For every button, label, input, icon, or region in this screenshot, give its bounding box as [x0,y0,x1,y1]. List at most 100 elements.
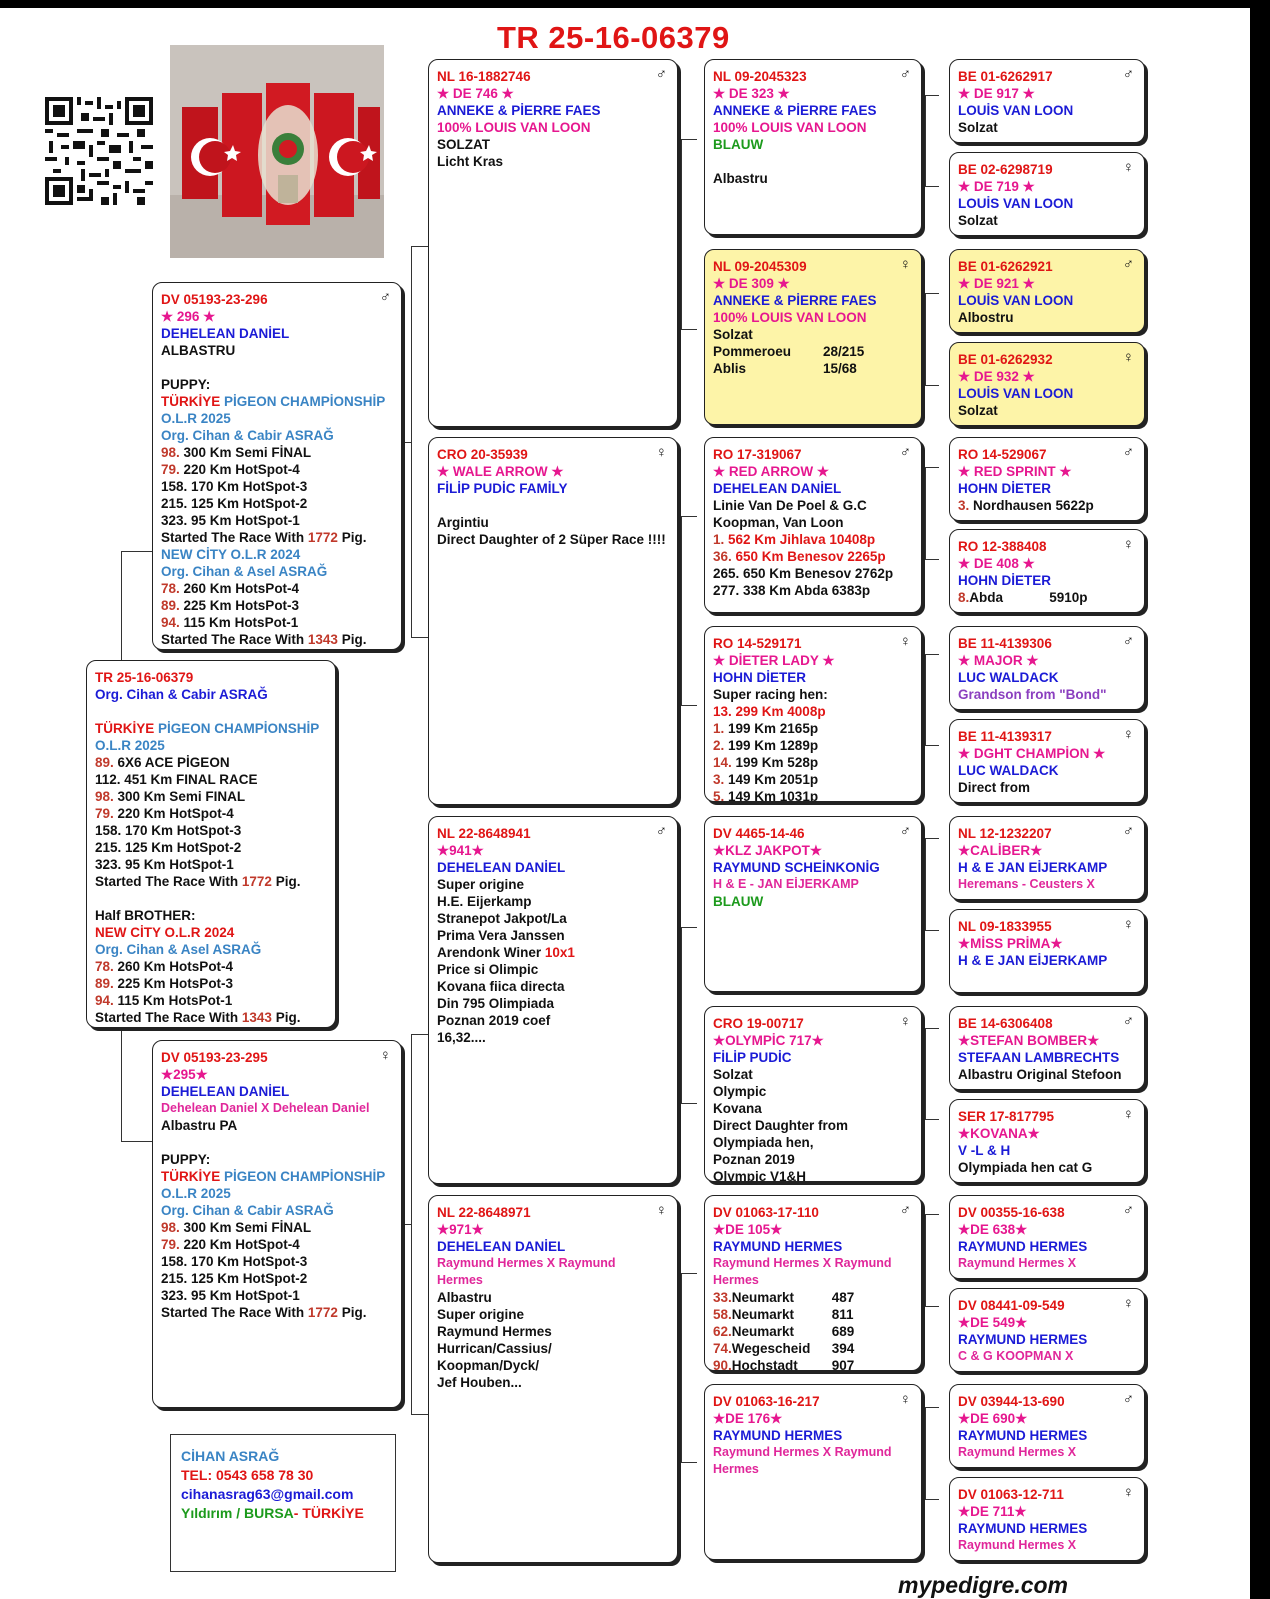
text-line: PUPPY: [161,376,393,393]
breeder: DEHELEAN DANİEL [437,859,669,876]
pedigree-card-ggg10[interactable]: ♀ NL 09-1833955 ★MİSS PRİMA★ H & E JAN E… [949,909,1145,993]
ring-number: DV 03944-13-690 [958,1393,1136,1410]
ring-number: CRO 20-35939 [437,446,669,463]
text-line: Albastru PA [161,1117,393,1134]
result-line: 3. 149 Km 2051p [713,771,913,788]
pedigree-card-dam[interactable]: ♀ DV 05193-23-295 ★295★ DEHELEAN DANİEL … [152,1040,402,1408]
result-line: 79. 220 Km HotSpot-4 [161,1236,393,1253]
contact-phone[interactable]: TEL: 0543 658 78 30 [181,1466,385,1485]
result-line: 58. Neumarkt811 [713,1306,913,1323]
pigeon-name: ★OLYMPİC 717★ [713,1032,913,1049]
count: 811 [832,1307,854,1322]
breeder: H & E JAN EİJERKAMP [958,952,1136,969]
count: 5910p [1049,590,1087,605]
pedigree-card-gg3[interactable]: ♂ RO 17-319067 ★ RED ARROW ★ DEHELEAN DA… [704,437,922,613]
pedigree-card-ggg13[interactable]: ♂ DV 00355-16-638 ★DE 638★ RAYMUND HERME… [949,1195,1145,1279]
pedigree-card-sire[interactable]: ♂ DV 05193-23-296 ★ 296 ★ DEHELEAN DANİE… [152,282,402,650]
text-part: 220 Km HotSpot-4 [180,462,300,477]
site-logo[interactable]: mypedigre.com [898,1572,1068,1599]
pedigree-card-ggg9[interactable]: ♂ NL 12-1232207 ★CALİBER★ H & E JAN EİJE… [949,816,1145,900]
female-icon: ♀ [900,1391,911,1408]
pedigree-card-ggg14[interactable]: ♀ DV 08441-09-549 ★DE 549★ RAYMUND HERME… [949,1288,1145,1372]
text-line: Licht Kras [437,153,669,170]
text-part: Nordhausen 5622p [969,498,1094,513]
result-line: 1. 199 Km 2165p [713,720,913,737]
rank: 89. [95,976,114,991]
breeder: STEFAAN LAMBRECHTS [958,1049,1136,1066]
male-icon: ♂ [900,1202,911,1219]
text-part: Pig. [272,874,301,889]
text-line: Hermes [713,1461,913,1478]
text-part: Started The Race With [161,530,308,545]
pedigree-card-gg7[interactable]: ♂ DV 01063-17-110 ★DE 105★ RAYMUND HERME… [704,1195,922,1371]
text-line: Olympic [713,1083,913,1100]
result-line: 98. 300 Km Semi FİNAL [161,444,393,461]
rank: 58. [713,1307,732,1322]
pedigree-card-ggg6[interactable]: ♀ RO 12-388408 ★ DE 408 ★ HOHN DİETER 8.… [949,529,1145,613]
female-icon: ♀ [656,1202,667,1219]
result-line: 265. 650 Km Benesov 2762p [713,565,913,582]
rank: 5. [713,789,724,802]
female-icon: ♀ [1123,159,1134,176]
pigeon-name: ★ DE 921 ★ [958,275,1136,292]
pedigree-card-gg1[interactable]: ♂ NL 09-2045323 ★ DE 323 ★ ANNEKE & PİER… [704,59,922,235]
connector [681,139,697,330]
connector [925,95,939,187]
contact-email[interactable]: cihanasrag63@gmail.com [181,1485,385,1504]
pedigree-card-ggg11[interactable]: ♂ BE 14-6306408 ★STEFAN BOMBER★ STEFAAN … [949,1006,1145,1090]
pedigree-card-gg8[interactable]: ♀ DV 01063-16-217 ★DE 176★ RAYMUND HERME… [704,1384,922,1560]
male-icon: ♂ [900,444,911,461]
pedigree-card-gg5[interactable]: ♂ DV 4465-14-46 ★KLZ JAKPOT★ RAYMUND SCH… [704,816,922,992]
pedigree-card-gg4[interactable]: ♀ RO 14-529171 ★ DİETER LADY ★ HOHN DİET… [704,626,922,802]
pedigree-card-ggg2[interactable]: ♀ BE 02-6298719 ★ DE 719 ★ LOUİS VAN LOO… [949,152,1145,236]
text-part: 149 Km 1031p [724,789,818,802]
text-line: Solzat [713,1066,913,1083]
female-icon: ♀ [1123,349,1134,366]
result-line: 158. 170 Km HotSpot-3 [95,822,327,839]
text-line: O.L.R 2025 [161,410,393,427]
connector [925,838,939,931]
breeder: RAYMUND HERMES [958,1520,1136,1537]
breeder: RAYMUND HERMES [713,1238,913,1255]
count: 907 [832,1358,855,1371]
male-icon: ♂ [1123,444,1134,461]
breeder: DEHELEAN DANİEL [437,1238,669,1255]
pedigree-card-ggg1[interactable]: ♂ BE 01-6262917 ★ DE 917 ★ LOUİS VAN LOO… [949,59,1145,143]
text-line: Grandson from "Bond" [958,686,1136,703]
pedigree-card-grandsire-2[interactable]: ♂ NL 22-8648941 ★941★ DEHELEAN DANİEL Su… [428,816,678,1184]
text-line: Started The Race With 1772 Pig. [161,1304,393,1321]
pedigree-card-ggg16[interactable]: ♀ DV 01063-12-711 ★DE 711★ RAYMUND HERME… [949,1477,1145,1561]
pedigree-card-ggg8[interactable]: ♀ BE 11-4139317 ★ DGHT CHAMPİON ★ LUC WA… [949,719,1145,803]
pedigree-card-granddam-2[interactable]: ♀ NL 22-8648971 ★971★ DEHELEAN DANİEL Ra… [428,1195,678,1563]
rank: 33. [713,1290,732,1305]
pedigree-card-gg6[interactable]: ♀ CRO 19-00717 ★OLYMPİC 717★ FİLİP PUDİC… [704,1006,922,1182]
text-line: Org. Cihan & Asel ASRAĞ [95,941,327,958]
text-line: 100% LOUIS VAN LOON [713,119,913,136]
result-line: 3. Nordhausen 5622p [958,497,1136,514]
rank: 94. [95,993,114,1008]
text-part: 199 Km 2165p [724,721,818,736]
result-line: 158. 170 Km HotSpot-3 [161,1253,393,1270]
pedigree-card-ggg4[interactable]: ♀ BE 01-6262932 ★ DE 932 ★ LOUİS VAN LOO… [949,342,1145,426]
pedigree-card-ggg15[interactable]: ♂ DV 03944-13-690 ★DE 690★ RAYMUND HERME… [949,1384,1145,1468]
text-line: Heremans - Ceusters X [958,876,1136,893]
pedigree-card-ggg7[interactable]: ♂ BE 11-4139306 ★ MAJOR ★ LUC WALDACK Gr… [949,626,1145,710]
pigeon-name: ★STEFAN BOMBER★ [958,1032,1136,1049]
pedigree-card-granddam-1[interactable]: ♀ CRO 20-35939 ★ WALE ARROW ★ FİLİP PUDİ… [428,437,678,805]
rank: 94. [161,615,180,630]
pigeon-name: ★ RED SPRINT ★ [958,463,1136,480]
breeder: DEHELEAN DANİEL [161,325,393,342]
pedigree-card-grandsire-1[interactable]: ♂ NL 16-1882746 ★ DE 746 ★ ANNEKE & PİER… [428,59,678,427]
connector [925,467,939,560]
pigeon-name: ★941★ [437,842,669,859]
pigeon-name: ★ DE 932 ★ [958,368,1136,385]
pedigree-card-ggg12[interactable]: ♀ SER 17-817795 ★KOVANA★ V -L & H Olympi… [949,1099,1145,1183]
pedigree-card-gg2[interactable]: ♀ NL 09-2045309 ★ DE 309 ★ ANNEKE & PİER… [704,249,922,425]
result-line: 90. Hochstadt907 [713,1357,913,1371]
pedigree-card-ggg3[interactable]: ♂ BE 01-6262921 ★ DE 921 ★ LOUİS VAN LOO… [949,249,1145,333]
result-line: 78. 260 Km HotsPot-4 [161,580,393,597]
pedigree-card-subject[interactable]: TR 25-16-06379 Org. Cihan & Cabir ASRAĞ … [86,660,336,1028]
text-part: 115 Km HotsPot-1 [114,993,233,1008]
pigeon-name: ★ DE 917 ★ [958,85,1136,102]
pedigree-card-ggg5[interactable]: ♂ RO 14-529067 ★ RED SPRINT ★ HOHN DİETE… [949,437,1145,521]
